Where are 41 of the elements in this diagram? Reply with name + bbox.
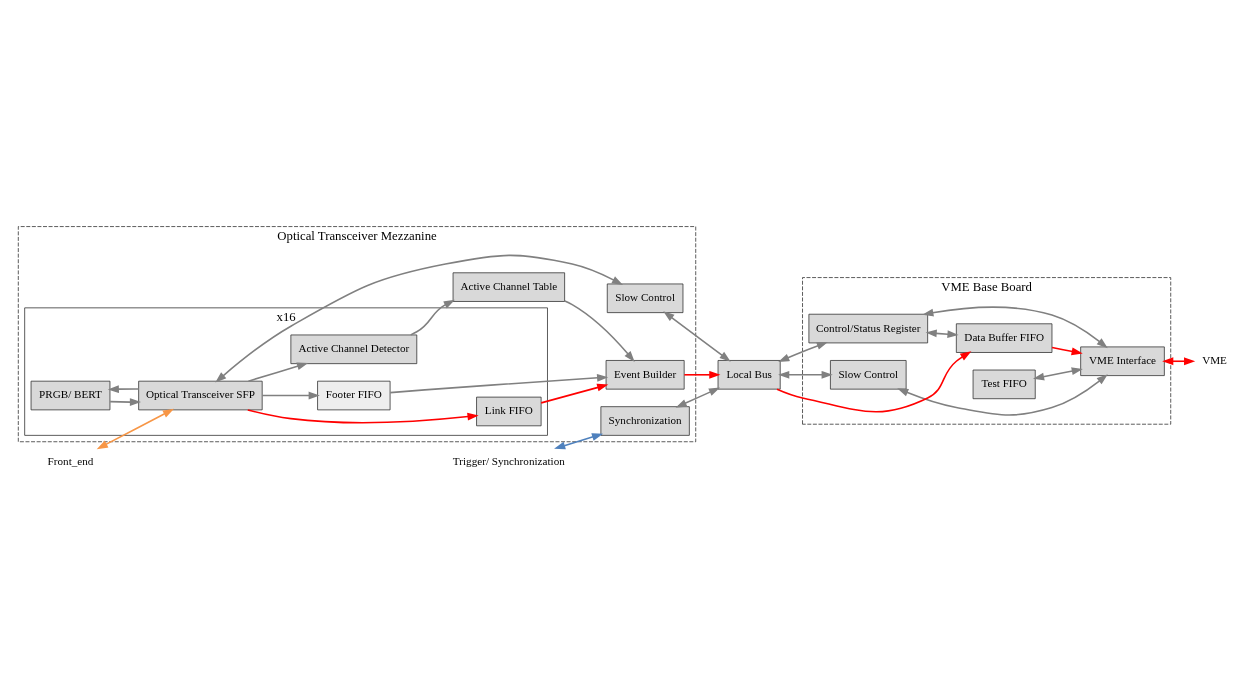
node-box: Control/Status Register [808,313,929,344]
arrow [246,409,479,424]
node-text: Trigger/ Synchronization [452,455,565,468]
node-box: Test FIFO [972,369,1036,400]
arrow [564,300,635,363]
arrow [1032,367,1083,381]
arrow [675,387,721,408]
arrow [897,374,1108,416]
arrow [96,408,175,450]
node-box: Event Builder [605,360,685,390]
node-box: Synchronization [600,406,690,436]
node-box: Footer FIFO [317,380,391,411]
arrow [409,299,455,336]
node-text: Front_end [47,455,94,468]
arrow [554,433,604,450]
arrow [1051,346,1083,356]
arrow [107,385,140,394]
node-box: Slow Control [830,360,907,390]
arrow [778,342,828,362]
arrow [778,370,833,379]
node-box: Optical Transceiver SFP [138,380,263,411]
node-box: Active Channel Table [452,272,566,302]
arrow [922,306,1108,349]
arrow [683,370,721,379]
arrow [261,391,320,400]
node-box: Local Bus [717,360,781,390]
arrow [109,398,142,406]
node-box: Slow Control [606,283,684,314]
node-box: PRGB/ BERT [30,380,111,411]
node-box: Link FIFO [476,396,542,427]
arrow [663,311,731,362]
node-box: VME Interface [1080,346,1165,376]
node-box: Active Channel Detector [290,334,418,365]
arrow [247,362,309,382]
arrow [540,383,609,404]
arrow [776,351,972,413]
arrow [389,373,609,394]
node-text: VME [1202,354,1227,367]
arrow [215,254,624,383]
arrow [1162,357,1196,366]
node-box: Data Buffer FIFO [955,323,1053,353]
